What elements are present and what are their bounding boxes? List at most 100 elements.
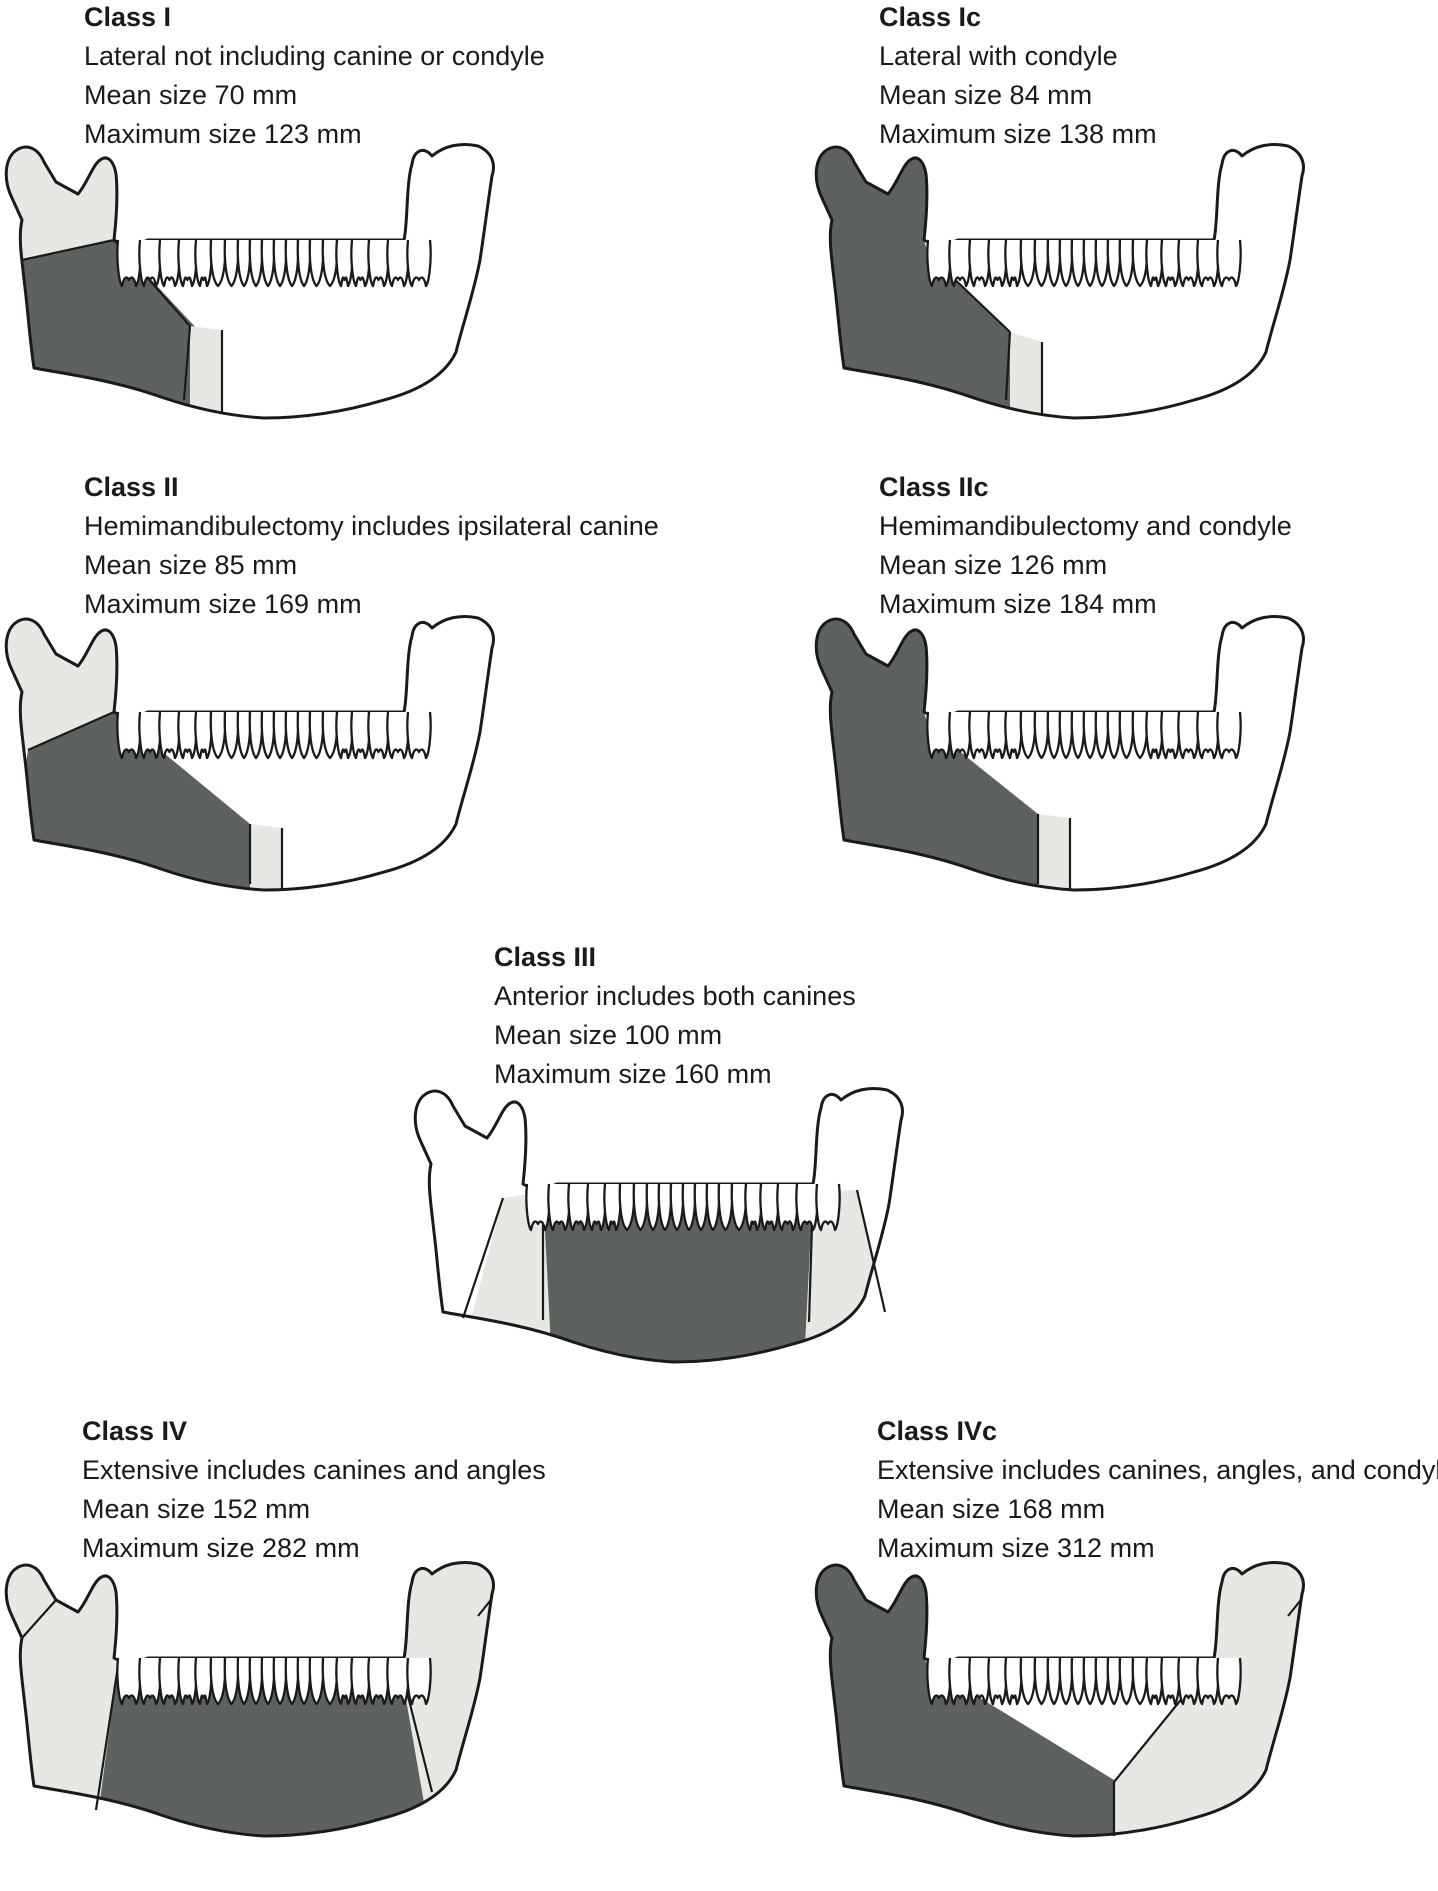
margin-region bbox=[190, 326, 222, 418]
maximum-size: Maximum size 138 mm bbox=[879, 119, 1157, 149]
panel-class-ii: Class II Hemimandibulectomy includes ips… bbox=[0, 470, 720, 930]
panel-class-ivc: Class IVc Extensive includes canines, an… bbox=[720, 1414, 1438, 1884]
tooth bbox=[335, 1657, 354, 1706]
tooth bbox=[296, 711, 312, 760]
tooth bbox=[1004, 711, 1023, 760]
resection-boundary bbox=[21, 238, 115, 262]
tooth bbox=[968, 1657, 991, 1706]
resection-boundary bbox=[1004, 331, 1012, 401]
tooth bbox=[296, 239, 312, 288]
tooth bbox=[194, 711, 213, 760]
tooth bbox=[272, 239, 288, 288]
mean-size: Mean size 152 mm bbox=[82, 1494, 311, 1524]
tooth bbox=[525, 1183, 551, 1232]
tooth bbox=[350, 711, 371, 760]
tooth bbox=[272, 1657, 288, 1706]
margin-region bbox=[6, 144, 129, 262]
tooth bbox=[948, 711, 972, 760]
tooth bbox=[406, 1657, 432, 1706]
tooth bbox=[1160, 239, 1181, 288]
mandible-diagram-class-iic bbox=[814, 614, 1305, 892]
tooth bbox=[1004, 1657, 1023, 1706]
tooth bbox=[1094, 711, 1110, 760]
class-title: Class IVc bbox=[877, 1416, 998, 1446]
caption-class-i: Class I Lateral not including canine or … bbox=[84, 0, 545, 154]
tooth bbox=[116, 711, 142, 760]
tooth bbox=[1082, 239, 1098, 288]
tooth bbox=[603, 1183, 622, 1232]
mandible-diagram-class-iv bbox=[4, 1560, 495, 1838]
tooth bbox=[406, 239, 432, 288]
tooth bbox=[1046, 1657, 1062, 1706]
resected-region bbox=[816, 144, 1010, 418]
tooth bbox=[284, 1657, 300, 1706]
margin-region bbox=[400, 1562, 494, 1836]
tooth bbox=[681, 1183, 697, 1232]
tooth bbox=[1058, 1657, 1074, 1706]
maximum-size: Maximum size 184 mm bbox=[879, 589, 1157, 619]
tooth bbox=[669, 1183, 685, 1232]
teeth-row bbox=[926, 1657, 1242, 1706]
class-description: Extensive includes canines, angles, and … bbox=[877, 1455, 1438, 1485]
tooth bbox=[567, 1183, 590, 1232]
tooth bbox=[948, 1657, 972, 1706]
mandible-diagram-class-ivc bbox=[814, 1560, 1305, 1838]
tooth bbox=[260, 1657, 276, 1706]
tooth bbox=[657, 1183, 673, 1232]
tooth bbox=[1216, 711, 1242, 760]
tooth bbox=[968, 711, 991, 760]
tooth bbox=[1177, 1657, 1200, 1706]
tooth bbox=[968, 239, 991, 288]
tooth bbox=[406, 711, 432, 760]
tooth bbox=[1046, 711, 1062, 760]
caption-class-iv: Class IV Extensive includes canines and … bbox=[82, 1412, 546, 1568]
tooth bbox=[1160, 1657, 1181, 1706]
tooth bbox=[759, 1183, 780, 1232]
teeth-row bbox=[116, 711, 432, 760]
tooth bbox=[367, 1657, 390, 1706]
class-title: Class II bbox=[84, 472, 179, 502]
class-description: Hemimandibulectomy includes ipsilateral … bbox=[84, 511, 659, 541]
tooth bbox=[177, 239, 198, 288]
tooth bbox=[776, 1183, 799, 1232]
tooth bbox=[1216, 1657, 1242, 1706]
tooth bbox=[1004, 239, 1023, 288]
resected-region bbox=[92, 1664, 434, 1836]
mandible-outline bbox=[4, 142, 495, 420]
tooth bbox=[350, 1657, 371, 1706]
tooth bbox=[586, 1183, 607, 1232]
tooth bbox=[248, 711, 264, 760]
tooth bbox=[284, 239, 300, 288]
tooth bbox=[1082, 711, 1098, 760]
tooth bbox=[296, 1657, 312, 1706]
tooth bbox=[158, 239, 181, 288]
tooth bbox=[177, 711, 198, 760]
class-description: Hemimandibulectomy and condyle bbox=[879, 511, 1292, 541]
tooth bbox=[926, 239, 952, 288]
margin-region bbox=[1010, 332, 1042, 418]
tooth bbox=[272, 711, 288, 760]
tooth bbox=[1196, 239, 1220, 288]
panel-class-i: Class I Lateral not including canine or … bbox=[0, 0, 720, 460]
mean-size: Mean size 70 mm bbox=[84, 80, 298, 110]
class-title: Class IIc bbox=[879, 472, 989, 502]
tooth bbox=[177, 1657, 198, 1706]
tooth bbox=[284, 711, 300, 760]
tooth bbox=[386, 711, 410, 760]
teeth-row bbox=[926, 711, 1242, 760]
tooth bbox=[1160, 711, 1181, 760]
tooth bbox=[1094, 1657, 1110, 1706]
tooth bbox=[815, 1183, 841, 1232]
mean-size: Mean size 168 mm bbox=[877, 1494, 1106, 1524]
tooth bbox=[1094, 239, 1110, 288]
tooth bbox=[158, 711, 181, 760]
tooth bbox=[194, 1657, 213, 1706]
teeth-row bbox=[116, 1657, 432, 1706]
resection-boundary bbox=[855, 1189, 887, 1313]
caption-class-iii: Class III Anterior includes both canines… bbox=[494, 938, 856, 1094]
mandible-outline bbox=[4, 1560, 495, 1838]
mandible-outline bbox=[4, 614, 495, 892]
tooth bbox=[1046, 239, 1062, 288]
tooth bbox=[386, 1657, 410, 1706]
mandible-diagram-class-ic bbox=[814, 142, 1305, 420]
